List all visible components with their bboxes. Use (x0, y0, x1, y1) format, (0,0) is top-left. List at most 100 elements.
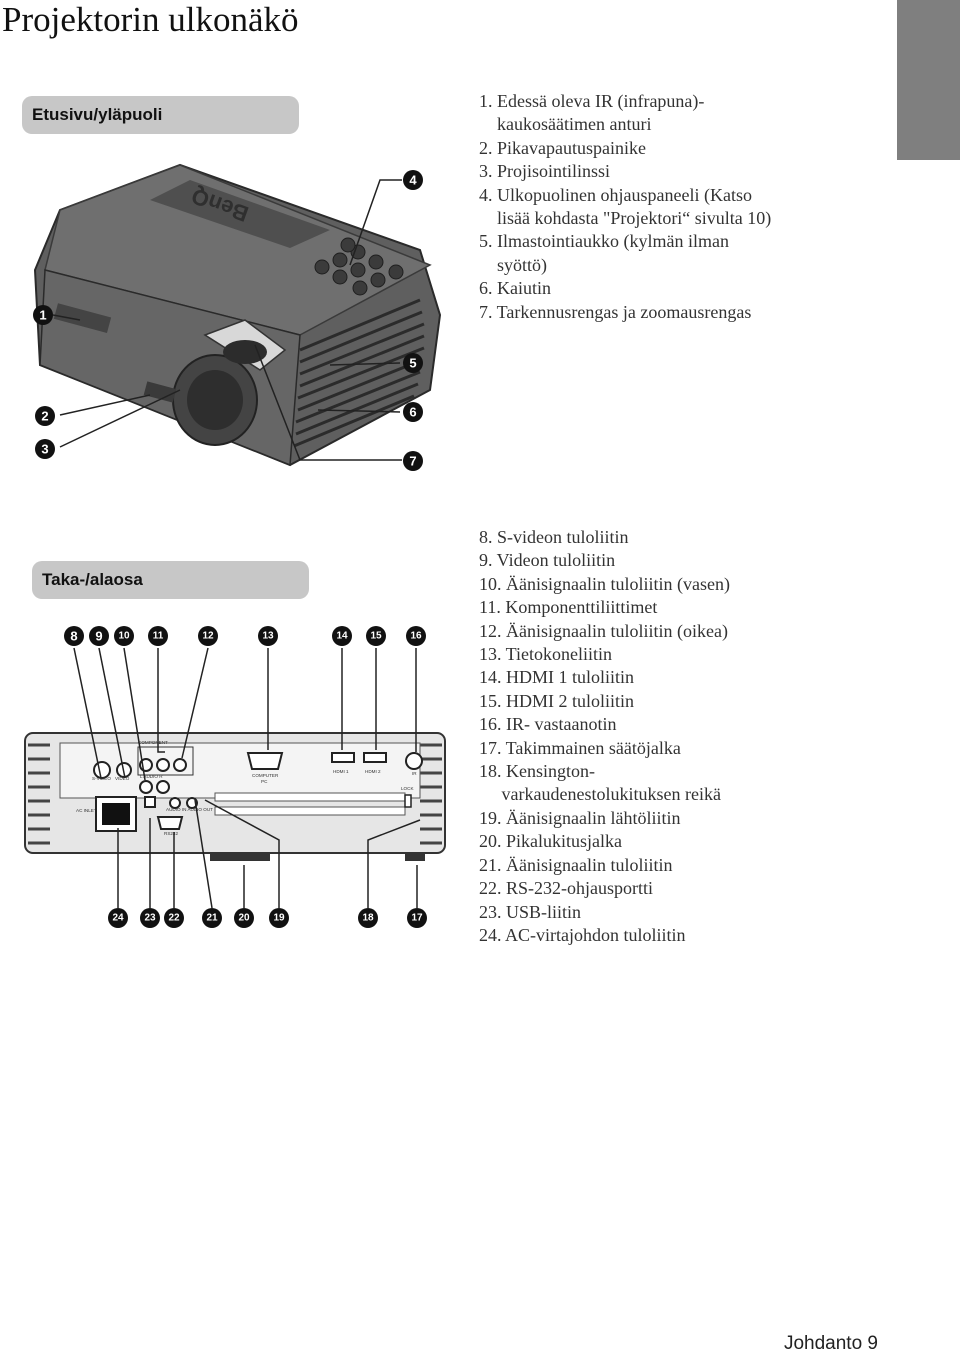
label-svideo: S-VIDEO (92, 776, 111, 781)
svg-text:22: 22 (168, 913, 180, 924)
callout-18: 18 (358, 908, 378, 928)
rear-section-label: Taka-/alaosa (32, 561, 309, 599)
svg-text:11: 11 (153, 631, 164, 642)
callout-5: 5 (403, 353, 423, 373)
legend-item: 24. AC-virtajohdon tuloliitin (479, 924, 686, 945)
legend-item: 10. Äänisignaalin tuloliitin (vasen) (479, 573, 730, 594)
legend-item: 5. Ilmastointiaukko (kylmän ilman (479, 231, 729, 252)
svg-text:24: 24 (112, 913, 124, 924)
callout-21: 21 (202, 908, 222, 928)
callout-1: 1 (33, 305, 53, 325)
label-ir: IR (412, 771, 417, 776)
label-lock: LOCK (401, 786, 414, 791)
label-hdmi2: HDMI 2 (365, 769, 381, 774)
legend-item: 9. Videon tuloliitin (479, 550, 616, 571)
svg-text:3: 3 (41, 442, 48, 457)
legend-item: kaukosäätimen anturi (479, 114, 652, 135)
svg-text:4: 4 (409, 173, 417, 188)
legend-item: 2. Pikavapautuspainike (479, 137, 646, 158)
svg-text:20: 20 (238, 913, 250, 924)
callout-13: 13 (258, 626, 278, 646)
callout-7: 7 (403, 451, 423, 471)
legend-item: syöttö) (479, 254, 548, 275)
svg-text:14: 14 (336, 631, 348, 642)
svg-text:23: 23 (144, 913, 156, 924)
svg-text:17: 17 (411, 913, 423, 924)
vent-grille (293, 298, 425, 448)
legend-item: 18. Kensington- (479, 761, 595, 782)
legend-item: 16. IR- vastaanotin (479, 714, 617, 735)
callout-16: 16 (406, 626, 426, 646)
label-audio-in-out: AUDIO IN AUDIO OUT (166, 807, 213, 812)
svg-text:9: 9 (95, 629, 102, 644)
callout-24: 24 (108, 908, 128, 928)
rear-legend: 8. S-videon tuloliitin 9. Videon tulolii… (479, 526, 730, 947)
legend-item: 3. Projisointilinssi (479, 161, 611, 182)
callout-11: 11 (148, 626, 168, 646)
svg-text:21: 21 (206, 913, 218, 924)
legend-item: lisää kohdasta "Projektori“ sivulta 10) (479, 208, 772, 229)
svg-text:8: 8 (70, 629, 77, 644)
svg-text:10: 10 (118, 631, 130, 642)
legend-item: 20. Pikalukitusjalka (479, 831, 622, 852)
rear-leader-lines (73, 647, 421, 909)
legend-item: 8. S-videon tuloliitin (479, 527, 629, 547)
legend-item: 12. Äänisignaalin tuloliitin (oikea) (479, 620, 728, 641)
front-section-label: Etusivu/yläpuoli (22, 96, 299, 134)
projector-front-illustration: BenQ (33, 163, 442, 467)
label-hdmi1: HDMI 1 (333, 769, 349, 774)
legend-item: 7. Tarkennusrengas ja zoomausrengas (479, 301, 752, 322)
callout-17: 17 (407, 908, 427, 928)
legend-item: 4. Ulkopuolinen ohjauspaneeli (Katso (479, 184, 752, 205)
label-computer: COMPUTER (252, 773, 279, 778)
page-footer: Johdanto 9 (783, 1333, 878, 1354)
callout-14: 14 (332, 626, 352, 646)
svg-text:6: 6 (409, 405, 416, 420)
label-pc: PC (261, 779, 268, 784)
callout-8: 8 (64, 626, 84, 646)
callout-22: 22 (164, 908, 184, 928)
legend-item: varkaudenestolukituksen reikä (479, 784, 721, 805)
legend-item: 1. Edessä oleva IR (infrapuna)- (479, 91, 705, 111)
callout-2: 2 (35, 406, 55, 426)
svg-text:19: 19 (273, 913, 285, 924)
legend-item: 19. Äänisignaalin lähtöliitin (479, 807, 681, 828)
legend-item: 22. RS-232-ohjausportti (479, 878, 653, 899)
front-legend: 1. Edessä oleva IR (infrapuna)- kaukosää… (479, 90, 771, 324)
label-ac-inlet: AC INLET (76, 808, 97, 813)
svg-text:12: 12 (202, 631, 214, 642)
svg-text:16: 16 (410, 631, 422, 642)
callout-23: 23 (140, 908, 160, 928)
label-video: VIDEO (115, 776, 130, 781)
legend-item: 11. Komponenttiliittimet (479, 597, 658, 618)
callout-6: 6 (403, 402, 423, 422)
svg-text:1: 1 (39, 308, 46, 323)
legend-item: 21. Äänisignaalin tuloliitin (479, 854, 673, 875)
label-component: COMPONENT (138, 740, 168, 745)
callout-10: 10 (114, 626, 134, 646)
legend-item: 15. HDMI 2 tuloliitin (479, 690, 635, 711)
legend-item: 6. Kaiutin (479, 278, 551, 299)
page-title: Projektorin ulkonäkö (2, 0, 299, 39)
callout-20: 20 (234, 908, 254, 928)
legend-item: 17. Takimmainen säätöjalka (479, 737, 681, 758)
legend-item: 13. Tietokoneliitin (479, 644, 613, 665)
chapter-tab (897, 0, 960, 160)
svg-text:18: 18 (362, 913, 374, 924)
callout-3: 3 (35, 439, 55, 459)
label-audio-lr: L AUDIO R (140, 774, 163, 779)
legend-item: 14. HDMI 1 tuloliitin (479, 667, 635, 688)
callout-9: 9 (89, 626, 109, 646)
svg-text:15: 15 (370, 631, 382, 642)
svg-text:5: 5 (409, 356, 416, 371)
svg-text:2: 2 (41, 409, 48, 424)
svg-text:13: 13 (262, 631, 274, 642)
control-panel-buttons (314, 237, 404, 296)
projector-rear-illustration: COMPONENT S-VIDEO VIDEO L AUDIO R COMPUT… (24, 732, 446, 861)
callout-15: 15 (366, 626, 386, 646)
callout-12: 12 (198, 626, 218, 646)
legend-item: 23. USB-liitin (479, 901, 582, 922)
callout-19: 19 (269, 908, 289, 928)
svg-text:7: 7 (409, 454, 416, 469)
label-rs232: RS232 (164, 831, 178, 836)
